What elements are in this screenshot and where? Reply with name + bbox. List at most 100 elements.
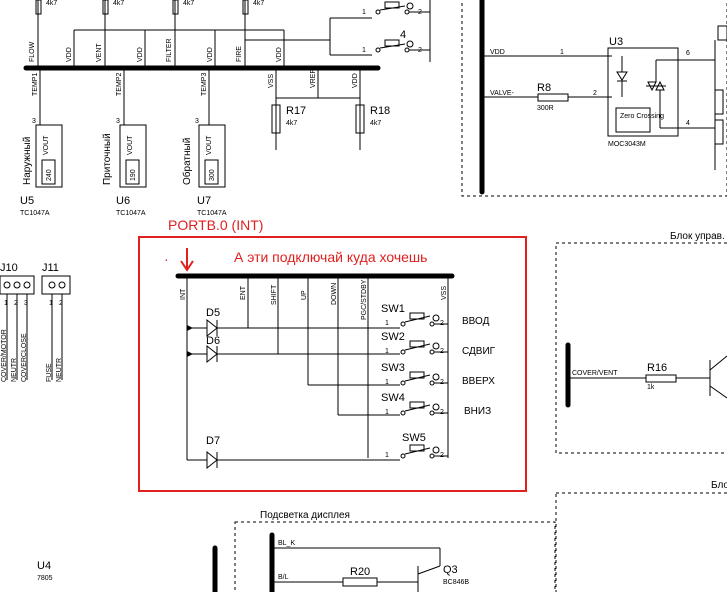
ref-sw1: SW1 bbox=[381, 303, 405, 315]
switch-label-shift: СДВИГ bbox=[462, 346, 496, 357]
sensor-u6: 3 VOUT 190 Приточный U6 TC1047A bbox=[102, 118, 147, 217]
net-label-vdd: VDD bbox=[352, 73, 359, 88]
triac-block: VDD VALVE- R8 300R 2 1 U3 6 Zero Crossin… bbox=[461, 0, 727, 197]
resistor-r18 bbox=[355, 104, 365, 134]
pin-number: 1 bbox=[385, 379, 389, 386]
pin-number: 3 bbox=[116, 118, 120, 125]
net-label-vss: VSS bbox=[268, 74, 275, 88]
pin-number: 2 bbox=[59, 300, 63, 307]
ref-u3: U3 bbox=[609, 36, 623, 48]
ref-sw4: SW4 bbox=[381, 392, 405, 404]
net-label-temp3: TEMP3 bbox=[201, 73, 208, 96]
resistor-value: 4k7 bbox=[113, 0, 124, 7]
ref-r17: R17 bbox=[286, 105, 306, 117]
ref-r20: R20 bbox=[350, 566, 370, 578]
net-label: NEUTR bbox=[56, 358, 63, 382]
net-label-ent: ENT bbox=[240, 285, 247, 300]
net-label-temp2: TEMP2 bbox=[116, 73, 123, 96]
pin-number: 1 bbox=[385, 348, 389, 355]
net-label-down: DOWN bbox=[331, 283, 338, 305]
backlight-block: Подсветка дисплея BL_K B/L R20 Q3 BC846B bbox=[212, 510, 556, 592]
block-title-bottom: Бло bbox=[711, 480, 727, 491]
ref-q3: Q3 bbox=[443, 564, 458, 576]
value-r18: 4k7 bbox=[370, 120, 381, 127]
resistor-r8 bbox=[537, 93, 569, 102]
net-label-shift: SHIFT bbox=[271, 284, 278, 305]
sensor-location: Обратный bbox=[181, 138, 193, 185]
pin-number: 1 bbox=[385, 409, 389, 416]
highlight-box bbox=[138, 236, 527, 492]
switch-sw2: SW2 1 2 СДВИГ bbox=[381, 331, 496, 357]
ref-r8: R8 bbox=[537, 82, 551, 94]
switch-number: 4 bbox=[400, 29, 406, 41]
pin-label: VOUT bbox=[206, 135, 213, 155]
regulator-u4: U4 7805 bbox=[37, 560, 53, 582]
switch-label-down: ВНИЗ bbox=[464, 406, 491, 417]
switch-label-enter: ВВОД bbox=[462, 316, 490, 327]
net-label-vref: VREF bbox=[310, 69, 317, 88]
pin-number: 2 bbox=[14, 300, 18, 307]
net-label-filter: FILTER bbox=[166, 38, 173, 62]
pin-number: 2 bbox=[593, 90, 597, 97]
part-u3: MOC3043M bbox=[608, 141, 646, 148]
diode-d6: D6 bbox=[206, 335, 220, 364]
switch-label-up: ВВЕРХ bbox=[462, 376, 495, 387]
resistor-r16 bbox=[645, 374, 677, 383]
keypad-block: PORTB.0 (INT) А эти подключай куда хочеш… bbox=[138, 217, 527, 492]
portb-annotation: PORTB.0 (INT) bbox=[168, 217, 263, 233]
pin-number: 3 bbox=[24, 300, 28, 307]
part-u4: 7805 bbox=[37, 575, 53, 582]
net-label-vdd: VDD bbox=[137, 47, 144, 62]
sensor-u5: 3 VOUT 240 Наружный U5 TC1047A bbox=[20, 118, 63, 217]
net-label-up: UP bbox=[301, 290, 308, 300]
resistor-r17 bbox=[271, 104, 281, 134]
pin-number: 1 bbox=[385, 452, 389, 459]
net-label-vdd: VDD bbox=[490, 49, 505, 56]
part-u7: TC1047A bbox=[197, 210, 227, 217]
connect-hint: А эти подключай куда хочешь bbox=[234, 249, 427, 265]
net-label-vent: VENT bbox=[96, 43, 103, 62]
vref-divider: VSS VREF VDD R17 4k7 R18 4k7 bbox=[268, 68, 390, 150]
net-label: NEUTR bbox=[11, 358, 18, 382]
pin-number: 1 bbox=[49, 300, 53, 307]
ref-r16: R16 bbox=[647, 362, 667, 374]
value-r8: 300R bbox=[537, 105, 554, 112]
pin-number: 1 bbox=[4, 300, 8, 307]
ref-sw5: SW5 bbox=[402, 432, 426, 444]
sensor-value: 300 bbox=[209, 169, 216, 181]
net-label-fire: FIRE bbox=[236, 46, 243, 62]
part-q3: BC846B bbox=[443, 579, 469, 586]
ref-u7: U7 bbox=[197, 195, 211, 207]
pin-number: 4 bbox=[686, 120, 690, 127]
block-title: Подсветка дисплея bbox=[260, 510, 350, 521]
sensor-u7: 3 VOUT 300 Обратный U7 TC1047A bbox=[181, 118, 227, 217]
net-label-vdd: VDD bbox=[276, 47, 283, 62]
pin-number: 6 bbox=[686, 50, 690, 57]
ref-sw2: SW2 bbox=[381, 331, 405, 343]
net-label-int: INT bbox=[180, 288, 187, 300]
ref-r18: R18 bbox=[370, 105, 390, 117]
pin-number: 3 bbox=[195, 118, 199, 125]
ref-u6: U6 bbox=[116, 195, 130, 207]
net-label-bl: B/L bbox=[278, 574, 289, 581]
top-switches: 1 2 4 1 2 bbox=[362, 0, 431, 62]
net-label-vss: VSS bbox=[441, 286, 448, 300]
pin-number: 1 bbox=[362, 9, 366, 16]
value-r16: 1k bbox=[647, 384, 655, 391]
pin-number: 3 bbox=[32, 118, 36, 125]
ref-j10: J10 bbox=[0, 262, 18, 274]
net-label: COVERCLOSE bbox=[21, 333, 28, 382]
ref-sw3: SW3 bbox=[381, 362, 405, 374]
zero-crossing-box bbox=[615, 107, 651, 133]
ref-u5: U5 bbox=[20, 195, 34, 207]
net-label-pgc: PGC/STDBY bbox=[361, 279, 368, 320]
switch-sw3: SW3 1 2 ВВЕРХ bbox=[381, 362, 495, 387]
net-label-flow: FLOW bbox=[29, 41, 36, 62]
top-bus-section: 4k7 4k7 4k7 4k7 FLOW VDD VENT VDD FILTER… bbox=[23, 0, 381, 125]
diode-d5: D5 bbox=[206, 307, 220, 338]
sensor-location: Приточный bbox=[102, 133, 113, 185]
switch-sw5: SW5 1 2 bbox=[385, 432, 448, 459]
net-label-vdd: VDD bbox=[207, 47, 214, 62]
ref-d7: D7 bbox=[206, 435, 220, 447]
